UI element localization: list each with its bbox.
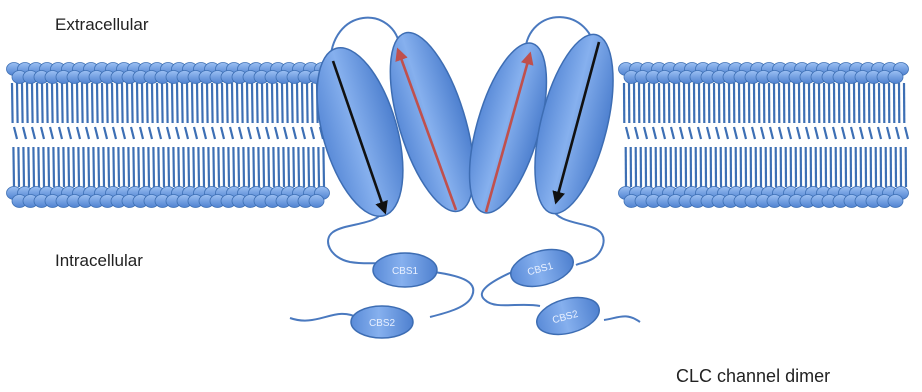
- lipid-tails: [624, 83, 908, 187]
- cbs-domain-right-2: CBS2: [533, 291, 604, 340]
- lipid-tails: [12, 83, 324, 187]
- diagram-caption: CLC channel dimer: [676, 366, 830, 387]
- c-terminal-tail-right: [604, 316, 640, 322]
- cbs2-label-left: CBS2: [369, 318, 396, 329]
- cbs1-label-left: CBS1: [392, 266, 419, 277]
- cbs-domain-right-1: CBS1: [507, 243, 578, 292]
- cbs1-cbs2-link-left: [430, 272, 473, 317]
- cbs-domain-left-2: CBS2: [351, 306, 413, 338]
- c-terminal-tail-left: [290, 314, 358, 321]
- transmembrane-helices: [300, 23, 628, 225]
- lipid-bilayer-left: [7, 63, 330, 208]
- intracellular-label: Intracellular: [55, 251, 143, 271]
- extracellular-label: Extracellular: [55, 15, 149, 35]
- lipid-bilayer-right: [619, 63, 909, 208]
- cbs-domain-left-1: CBS1: [373, 253, 437, 287]
